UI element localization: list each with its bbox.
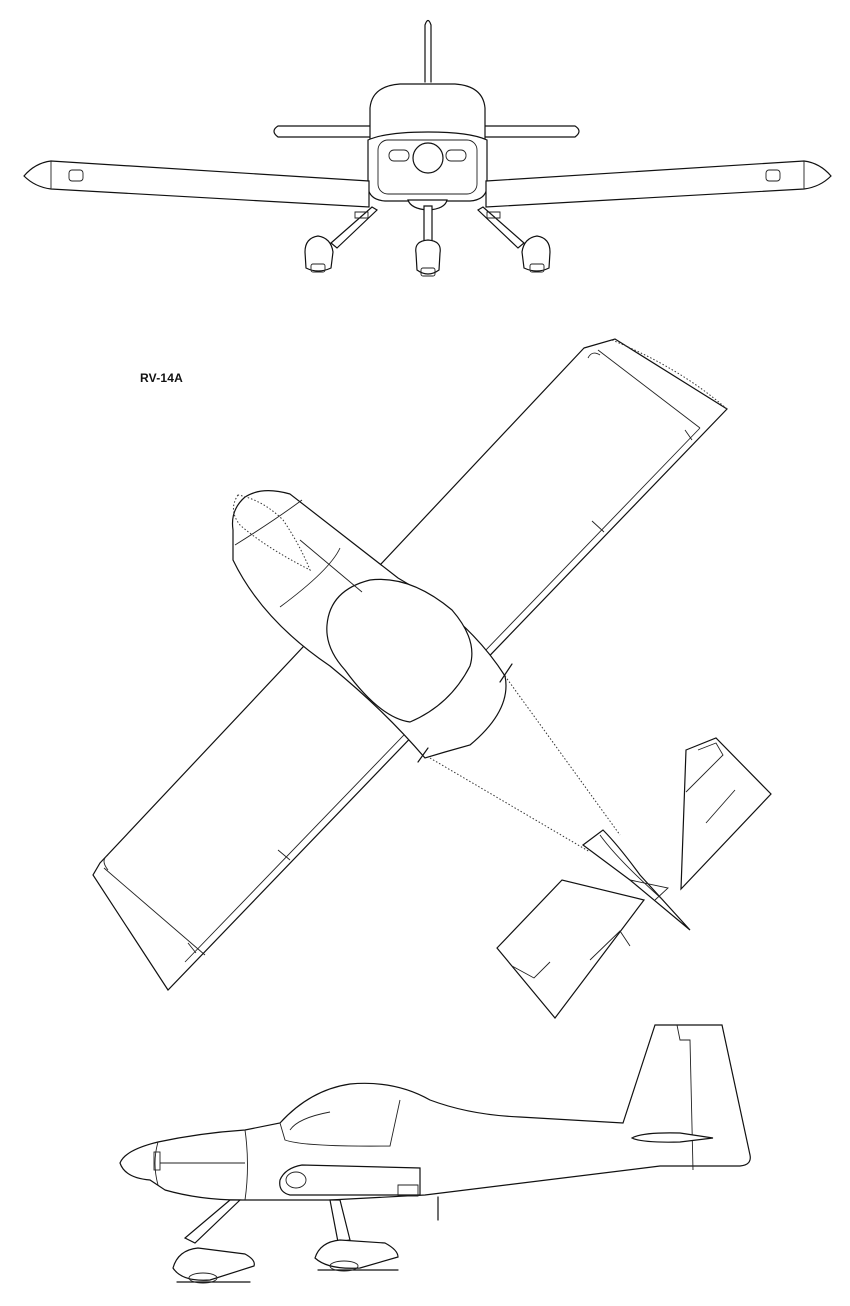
front-view [23, 19, 832, 277]
side-view [119, 1024, 751, 1284]
model-label: RV-14A [140, 371, 184, 385]
top-view [92, 338, 772, 1019]
